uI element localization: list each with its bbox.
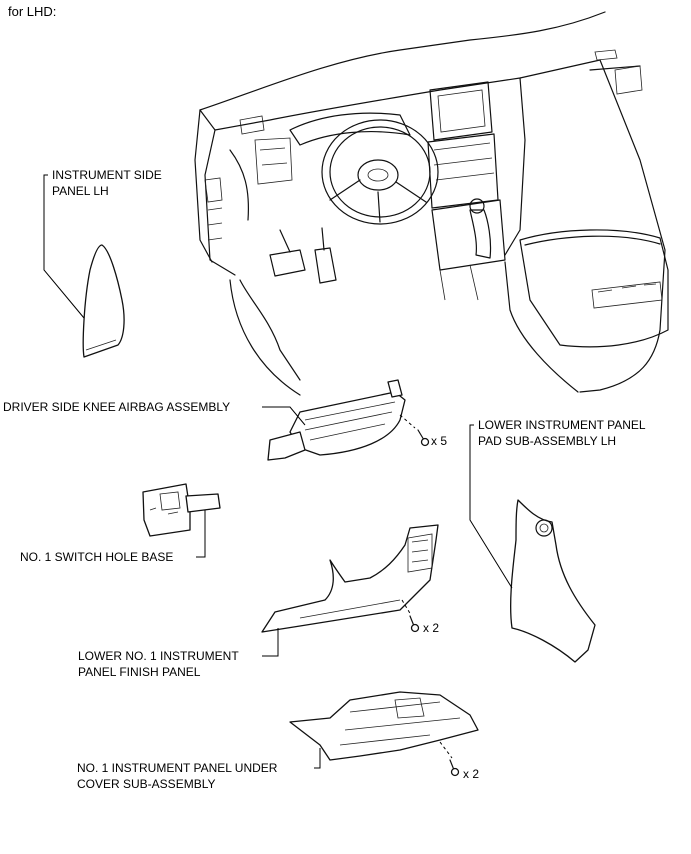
label-finish-panel: LOWER NO. 1 INSTRUMENT PANEL FINISH PANE… [78, 648, 239, 680]
instrument-side-panel-lh-part [82, 244, 125, 358]
leader-line [399, 414, 416, 429]
label-line: COVER SUB-ASSEMBLY [77, 777, 216, 791]
label-lower-pad-lh: LOWER INSTRUMENT PANEL PAD SUB-ASSEMBLY … [478, 417, 646, 449]
label-line: PANEL FINISH PANEL [78, 665, 201, 679]
knee-airbag-part [267, 379, 406, 461]
dashboard-illustration [194, 11, 669, 396]
under-cover-part [289, 691, 479, 761]
label-line: PANEL LH [52, 184, 109, 198]
lower-pad-lh-part [510, 499, 596, 663]
label-instrument-side-panel-lh: INSTRUMENT SIDE PANEL LH [52, 167, 162, 199]
bolt-count-under-cover: x 2 [463, 767, 480, 781]
label-knee-airbag: DRIVER SIDE KNEE AIRBAG ASSEMBLY [3, 400, 231, 414]
leader-line [262, 406, 306, 426]
bolt-icon [449, 759, 460, 777]
label-line: NO. 1 INSTRUMENT PANEL UNDER [77, 761, 278, 775]
leader-line [262, 628, 279, 657]
bolt-count-knee-airbag: x 5 [431, 434, 448, 448]
leader-line [469, 424, 513, 589]
label-line: LOWER NO. 1 INSTRUMENT [78, 649, 239, 663]
leader-line [196, 510, 206, 558]
bolt-count-finish-panel: x 2 [423, 621, 440, 635]
leader-line [43, 174, 85, 319]
leader-line [439, 741, 453, 759]
leader-line [314, 748, 321, 769]
label-under-cover: NO. 1 INSTRUMENT PANEL UNDER COVER SUB-A… [77, 760, 277, 792]
label-line: INSTRUMENT SIDE [52, 168, 162, 182]
leader-line [401, 599, 412, 616]
bolt-icon [409, 615, 420, 633]
label-line: LOWER INSTRUMENT PANEL [478, 418, 646, 432]
switch-hole-base-part [142, 483, 221, 537]
label-switch-hole-base: NO. 1 SWITCH HOLE BASE [20, 550, 174, 564]
finish-panel-part [261, 524, 439, 633]
label-line: PAD SUB-ASSEMBLY LH [478, 434, 617, 448]
bolt-icon [417, 429, 430, 447]
diagram-header: for LHD: [8, 4, 57, 19]
